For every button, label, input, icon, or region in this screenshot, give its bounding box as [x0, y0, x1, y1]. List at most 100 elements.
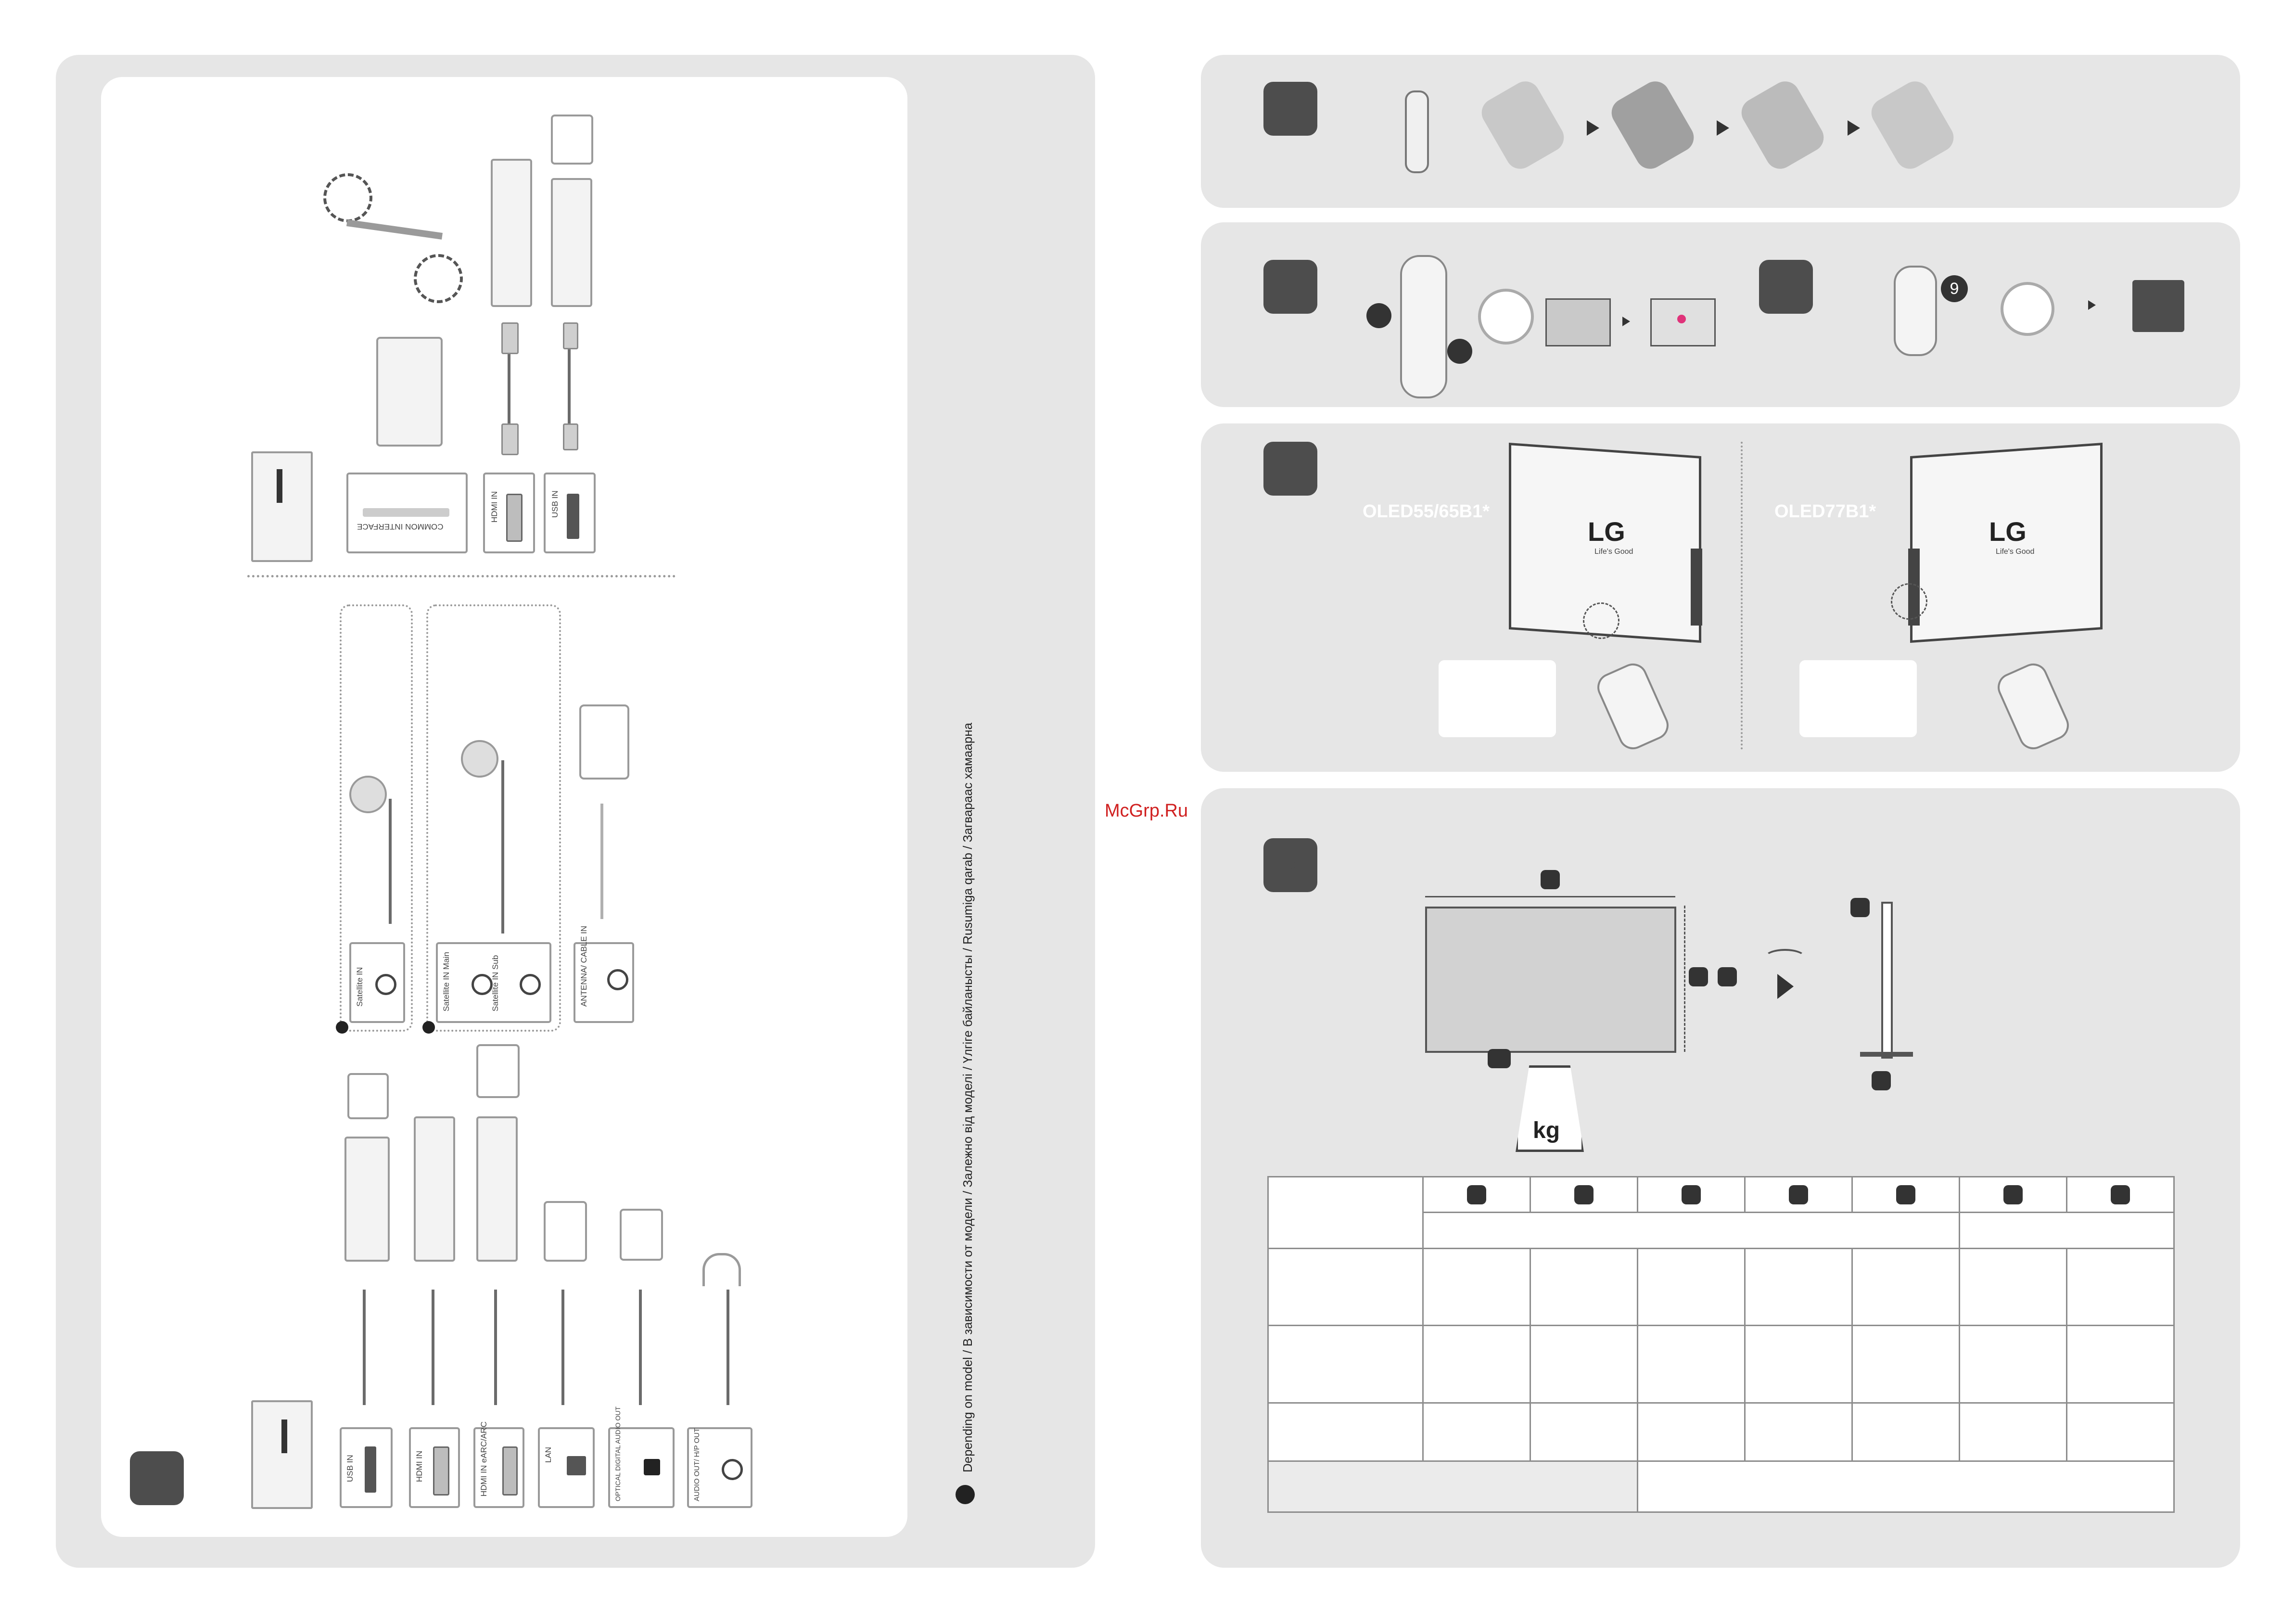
model-label-left: OLED55/65B1* [1363, 501, 1490, 522]
link-icon [1263, 260, 1317, 314]
spec-table [1267, 1176, 2175, 1513]
zoom-circle-right [1891, 583, 1927, 620]
model-label-right: OLED77B1* [1774, 501, 1876, 522]
hdmi-cable-bottom [432, 1290, 434, 1405]
rotate-icon [1764, 949, 1806, 967]
ci-module-diagram [318, 168, 472, 313]
usb-in-port-top: USB IN [544, 473, 596, 553]
support-agent-icon [2132, 280, 2184, 332]
table-badge [2003, 1185, 2023, 1204]
audio-out-port: AUDIO OUT/ H/P OUT [687, 1427, 752, 1508]
tv-side-base [1860, 1052, 1913, 1057]
table-badge [2110, 1185, 2130, 1204]
batteries-icon [1263, 82, 1317, 136]
hdmi-device [491, 159, 532, 307]
hdmi-plug-bottom [501, 423, 519, 455]
arrow-right-icon [1622, 317, 1630, 326]
lg-logo-right: LG [1989, 516, 2027, 547]
ci-card-slot [376, 337, 443, 447]
hdmi-cable [508, 327, 510, 448]
plus-icon-note [956, 1485, 975, 1504]
pairing-panel [1201, 222, 2240, 407]
scale-icon [1516, 1065, 1584, 1152]
common-interface-label: COMMON INTERFACE [357, 522, 444, 531]
tv-side-profile [1881, 902, 1893, 1059]
arrow-right-icon [1848, 120, 1860, 136]
earc-cable-bottom [494, 1290, 497, 1405]
timer-icon [2001, 282, 2054, 336]
usb-cable-bottom [363, 1290, 366, 1405]
antenna-cable [600, 804, 603, 919]
timer-icon [1478, 289, 1534, 345]
arrow-right-icon [1777, 974, 1794, 999]
usb-plug-bottom [563, 423, 578, 450]
audio-out-label: AUDIO OUT/ H/P OUT [693, 1428, 701, 1501]
remote-help [1894, 266, 1937, 356]
satellite-single-group [340, 604, 413, 1032]
optical-cable-bottom [639, 1290, 642, 1405]
power-icon [1263, 442, 1317, 496]
optical-speaker-icon [620, 1209, 663, 1261]
height-badge-2 [1718, 967, 1737, 986]
lg-logo-left: LG [1588, 516, 1625, 547]
speaker-icon [476, 1044, 520, 1098]
height-dimension-line [1684, 906, 1685, 1052]
usb-in-port-bottom: USB IN [340, 1427, 393, 1508]
panel-divider [1741, 442, 1743, 750]
watermark: McGrp.Ru [1105, 801, 1188, 821]
stand-badge [1488, 1049, 1507, 1068]
pink-pointer [1677, 315, 1686, 323]
satellite-dual-group [426, 604, 561, 1032]
tv-rear-symbol [251, 1400, 313, 1509]
satellite-dish-2 [461, 740, 498, 778]
lan-port: LAN [538, 1427, 595, 1508]
table-badge [1788, 1185, 1808, 1204]
table-badge [1466, 1185, 1486, 1204]
tagline-right: Life's Good [1996, 548, 2035, 556]
usb-in-label-top: USB IN [550, 490, 560, 518]
plus-icon-1 [336, 1021, 348, 1034]
table-badge [1681, 1185, 1701, 1204]
usb-in-label-bottom: USB IN [345, 1455, 355, 1482]
step-badge: 9 [1941, 275, 1968, 302]
hand-press-left [1439, 660, 1556, 737]
satellite-main-label: Satellite IN Main [442, 952, 451, 1011]
usb-drive-icon [551, 115, 593, 165]
scale-unit-label: kg [1533, 1118, 1560, 1143]
weight-icon-label: Kg [1280, 857, 1298, 871]
optical-audio-label: OPTICAL DIGITAL AUDIO OUT [614, 1406, 622, 1501]
connections-sheet [101, 77, 907, 1537]
height-badge-1 [1689, 967, 1708, 986]
screen-before [1545, 298, 1611, 346]
tv-left-stand [1691, 549, 1702, 626]
arrow-right-icon [1587, 120, 1599, 136]
satellite-in-port: Satellite IN [349, 942, 405, 1023]
section-divider [247, 575, 676, 577]
usb-cable [568, 327, 571, 448]
headphones-icon [702, 1253, 741, 1286]
hdmi-in-port-top: HDMI IN [483, 473, 535, 553]
hdmi-in-port-bottom: HDMI IN [409, 1427, 460, 1508]
side-depth-badge [1850, 898, 1870, 917]
antenna-icon [579, 704, 629, 780]
help-icon [1759, 260, 1813, 314]
satellite-dish-1 [349, 776, 387, 813]
usb-stick-icon [347, 1073, 389, 1119]
common-interface-port: COMMON INTERFACE [346, 473, 468, 553]
side-base-badge [1872, 1071, 1891, 1090]
hand-press-right [1799, 660, 1917, 737]
settings-button-icon [1447, 339, 1472, 364]
cable-icon [130, 1451, 184, 1505]
model-note: Depending on model / В зависимости от мо… [960, 722, 975, 1472]
antenna-port: ANTENNA/ CABLE IN [574, 926, 634, 1023]
lan-label: LAN [544, 1446, 553, 1463]
arrow-right-icon [1717, 120, 1729, 136]
width-dimension-line [1425, 896, 1675, 897]
tv-side-arrow-icon [277, 469, 282, 503]
satellite-sub-label: Satellite IN Sub [491, 955, 500, 1011]
home-button-icon [1366, 303, 1391, 328]
zoom-circle-left [1583, 602, 1619, 639]
table-badge [1574, 1185, 1594, 1204]
satellite-cable-1 [389, 799, 392, 924]
hdmi-plug-top [501, 322, 519, 354]
